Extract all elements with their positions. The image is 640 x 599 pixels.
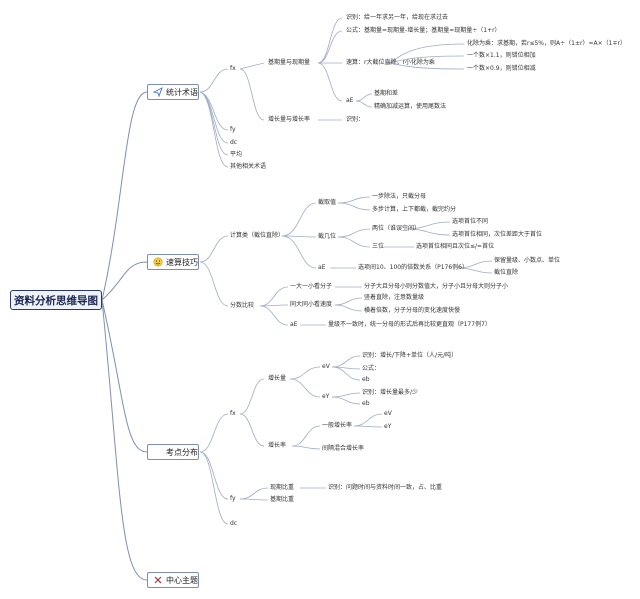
paper-plane-icon: [152, 87, 163, 98]
calc-frac-2-b[interactable]: 横着倍数，分子分母的变化速度快慢: [364, 307, 461, 314]
tools-icon: [152, 575, 163, 586]
topic-stats-label: 统计术语: [166, 87, 198, 97]
dist-dc[interactable]: dc: [230, 520, 238, 527]
stats-other[interactable]: 其他相关术语: [230, 163, 267, 170]
stats-avg[interactable]: 平均: [230, 151, 243, 158]
topic-dist-label: 考点分布: [166, 447, 198, 457]
stats-rule-1[interactable]: 化除为乘：求基期，若r≤5%，则A÷（1±r）≈A×（1∓r）: [467, 40, 626, 47]
calc-frac-ae-desc[interactable]: 量级不一致时，统一分母的形式后再比较更直观（P177例7）: [328, 321, 491, 328]
stats-rule-2[interactable]: 一个数×1.1，则错位相加: [467, 52, 536, 59]
dist-ev-formula[interactable]: 公式：: [362, 365, 381, 372]
calc-step-2[interactable]: 多步计算，上下都截，截完约分: [372, 206, 457, 213]
dist-fx[interactable]: fx: [230, 410, 236, 417]
dist-rate[interactable]: 增长率: [268, 442, 287, 449]
calc-fraction[interactable]: 分数比较: [230, 302, 255, 309]
calc-first-two-b[interactable]: 选项首位相同，次位差距大于首位: [452, 231, 543, 238]
calc-division[interactable]: 计算类（截位直除）: [230, 232, 285, 239]
calc-ae[interactable]: aE: [318, 264, 326, 271]
topic-stats[interactable]: 统计术语: [147, 84, 199, 100]
calc-relation[interactable]: 选项间10、100的倍数关系（P176例6）: [358, 264, 468, 271]
dist-fy[interactable]: fy: [230, 495, 236, 502]
topic-calc[interactable]: 速算技巧: [147, 254, 199, 270]
stats-ae-1[interactable]: 基期和差: [374, 90, 399, 97]
calc-first-two-a[interactable]: 选项首位不同: [452, 218, 489, 225]
topic-center-label: 中心主题: [166, 575, 198, 585]
root-topic[interactable]: 资料分析思维导图: [10, 290, 102, 310]
stats-fx[interactable]: fx: [230, 65, 236, 72]
dist-ev-eb[interactable]: eb: [362, 376, 370, 383]
calc-truncate[interactable]: 截取值: [318, 199, 337, 206]
calc-step-1[interactable]: 一步除法，只截分母: [372, 193, 427, 200]
calc-three[interactable]: 三位: [372, 243, 385, 250]
dist-base-ratio[interactable]: 基期比重: [270, 496, 295, 503]
calc-frac-1-desc[interactable]: 分子大且分母小则分数值大，分子小且分母大则分子小: [364, 283, 509, 290]
dist-ey[interactable]: eY: [322, 393, 330, 400]
dist-general-rate[interactable]: 一般增长率: [322, 422, 353, 429]
dist-ratio-recog[interactable]: 识别：问题时间与资料时间一致，占、比重: [328, 484, 443, 491]
stats-dc[interactable]: dc: [230, 139, 238, 146]
calc-frac-2-a[interactable]: 竖着直除，注意数量级: [364, 294, 425, 301]
calc-rel-a[interactable]: 保留量级、小数点、单位: [494, 257, 561, 264]
topic-dist[interactable]: 考点分布: [147, 444, 199, 460]
stats-recognize[interactable]: 识别：给一年求另一年，给现在求过去: [346, 14, 449, 21]
topic-center[interactable]: 中心主题: [147, 572, 199, 588]
calc-frac-ae[interactable]: aE: [290, 321, 298, 328]
calc-cut-digits[interactable]: 截几位: [318, 233, 337, 240]
stats-speed[interactable]: 速算：r大截位直除，r小化除为乘: [346, 59, 435, 66]
topic-calc-label: 速算技巧: [166, 257, 198, 267]
flame-icon: [152, 447, 163, 458]
dist-ev-recog[interactable]: 识别：增长/下降+单位（人/元/吨）: [362, 352, 458, 359]
stats-ae-2[interactable]: 精确加减运算，使用尾数法: [374, 103, 447, 110]
calc-first-two[interactable]: 两位（谁误空间）: [372, 225, 421, 232]
stats-base-vs-current[interactable]: 基期量与现期量: [268, 59, 311, 66]
dist-ev[interactable]: eV: [322, 363, 330, 370]
smile-icon: [152, 257, 163, 268]
stats-fy[interactable]: fy: [230, 126, 236, 133]
stats-growth[interactable]: 增长量与增长率: [268, 116, 311, 123]
dist-gr-ev[interactable]: eV: [384, 410, 392, 417]
calc-three-a[interactable]: 选项首位相同且次位≤/=首位: [416, 243, 495, 250]
dist-ey-recog[interactable]: 识别：增长量最多/少: [362, 389, 419, 396]
calc-frac-1[interactable]: 一大一小看分子: [290, 283, 333, 290]
calc-frac-2[interactable]: 同大同小看速度: [290, 301, 333, 308]
stats-ae[interactable]: aE: [346, 97, 354, 104]
stats-growth-recog[interactable]: 识别：: [346, 116, 365, 123]
dist-increase[interactable]: 增长量: [268, 375, 287, 382]
stats-rule-3[interactable]: 一个数×0.9，则错位相减: [467, 65, 536, 72]
dist-interval[interactable]: 间隔混合增长率: [322, 445, 365, 452]
dist-gr-ey[interactable]: eY: [384, 423, 392, 430]
stats-formula[interactable]: 公式：基期量=现期量-增长量；基期量=现期量÷（1+r）: [346, 27, 501, 34]
dist-ey-eb[interactable]: eb: [362, 400, 370, 407]
calc-rel-b[interactable]: 截位直除: [494, 269, 519, 276]
dist-current-ratio[interactable]: 现期比重: [270, 484, 295, 491]
